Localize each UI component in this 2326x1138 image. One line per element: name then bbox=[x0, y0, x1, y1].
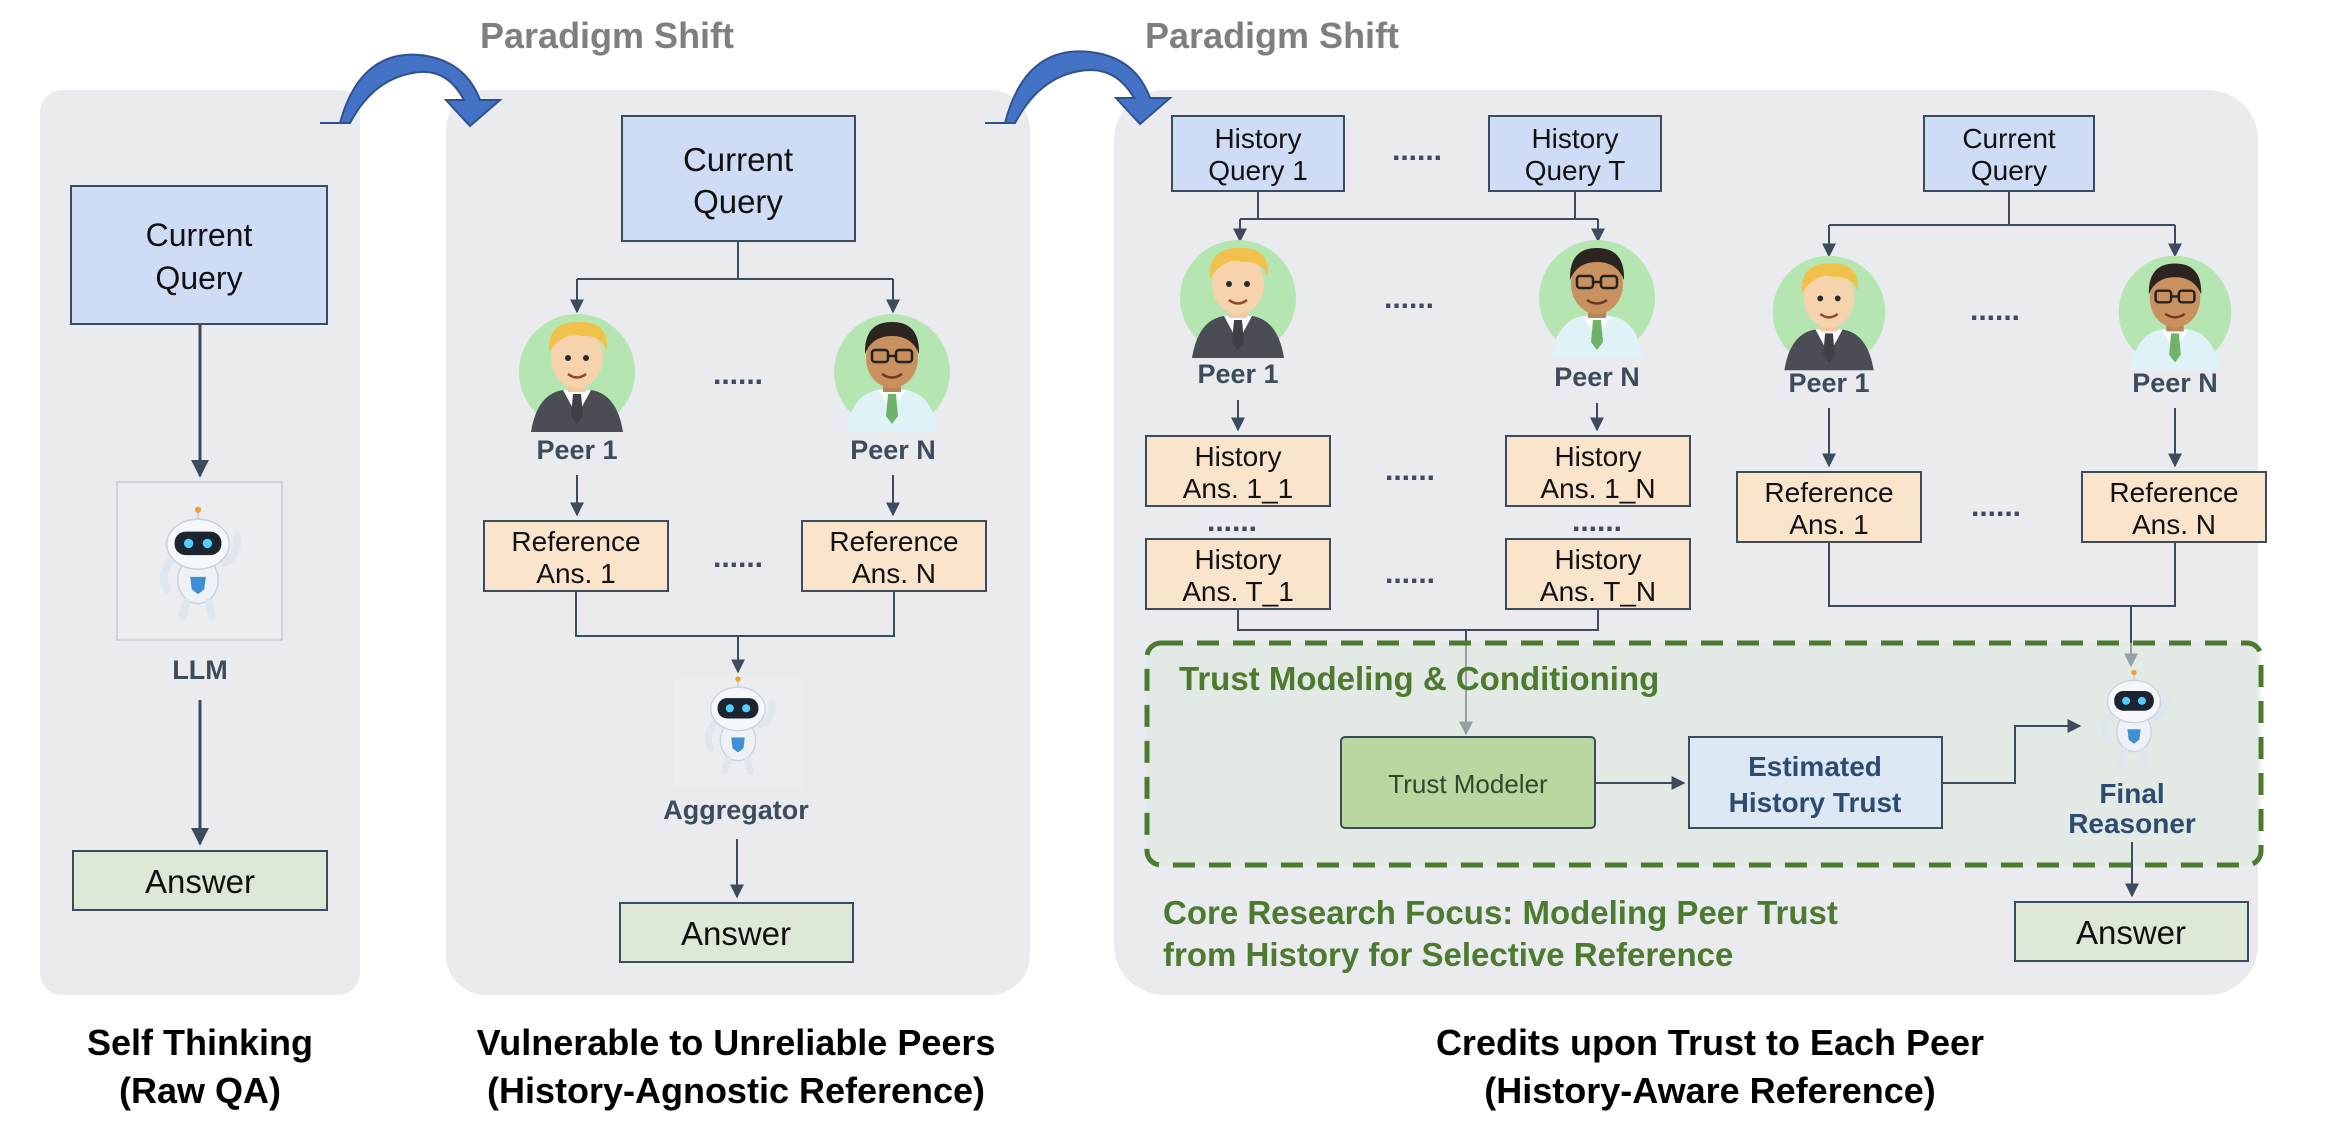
svg-text:Reference: Reference bbox=[1764, 477, 1893, 508]
left-caption-line-2: (Raw QA) bbox=[119, 1070, 281, 1111]
svg-text:Ans. 1_N: Ans. 1_N bbox=[1540, 473, 1655, 504]
svg-text:Query: Query bbox=[155, 260, 242, 296]
right-history-peer-n-label: Peer N bbox=[1554, 362, 1640, 392]
svg-text:Ans. N: Ans. N bbox=[2132, 509, 2216, 540]
mid-current-query-box: Current Query bbox=[621, 115, 856, 242]
paradigm-shift-arrow-1 bbox=[320, 53, 503, 128]
svg-text:History: History bbox=[1554, 544, 1641, 575]
right-current-peer-1-avatar bbox=[1771, 254, 1887, 372]
right-history-query-1-box: History Query 1 bbox=[1171, 115, 1345, 192]
right-history-branch bbox=[1240, 191, 1598, 220]
right-hist-ans-row2-dots: ...... bbox=[1385, 557, 1435, 590]
arrow-estimated-to-final-reasoner bbox=[1942, 719, 2082, 784]
mid-peer-1-label: Peer 1 bbox=[536, 435, 617, 465]
right-history-ans-1-n-box: History Ans. 1_N bbox=[1505, 435, 1691, 507]
svg-text:Answer: Answer bbox=[2076, 914, 2186, 951]
mid-caption-line-1: Vulnerable to Unreliable Peers bbox=[477, 1022, 996, 1063]
svg-text:History: History bbox=[1194, 544, 1281, 575]
svg-text:Ans. 1: Ans. 1 bbox=[536, 558, 615, 589]
mid-aggregator-label: Aggregator bbox=[663, 795, 809, 825]
mid-caption-line-2: (History-Agnostic Reference) bbox=[487, 1070, 985, 1111]
left-answer-box: Answer bbox=[72, 850, 328, 911]
mid-answer-box: Answer bbox=[619, 902, 854, 963]
mid-peer-1-avatar bbox=[517, 312, 637, 434]
svg-text:History: History bbox=[1531, 123, 1618, 154]
right-hist-ans-row1-dots: ...... bbox=[1385, 454, 1435, 487]
right-reference-ans-n-box: Reference Ans. N bbox=[2081, 471, 2267, 543]
svg-text:Ans. N: Ans. N bbox=[852, 558, 936, 589]
svg-text:Current: Current bbox=[146, 217, 253, 253]
paradigm-shift-label-1: Paradigm Shift bbox=[480, 15, 734, 56]
svg-text:Query T: Query T bbox=[1525, 155, 1626, 186]
paradigm-shift-label-2: Paradigm Shift bbox=[1145, 15, 1399, 56]
mid-reference-ans-1-box: Reference Ans. 1 bbox=[483, 520, 669, 592]
right-history-query-dots: ...... bbox=[1392, 134, 1442, 167]
right-current-query-box: Current Query bbox=[1923, 115, 2095, 192]
svg-text:Ans. T_N: Ans. T_N bbox=[1540, 576, 1656, 607]
svg-text:Current: Current bbox=[683, 141, 793, 178]
final-reasoner-label-line-2: Reasoner bbox=[2068, 808, 2196, 839]
svg-text:Query: Query bbox=[693, 183, 783, 220]
right-hist-ans-vertical-dots-1: ...... bbox=[1207, 505, 1257, 538]
mid-peer-n-avatar bbox=[832, 312, 952, 434]
mid-merge-refs bbox=[575, 591, 895, 637]
mid-ref-dots: ...... bbox=[713, 541, 763, 574]
svg-text:Ans. 1: Ans. 1 bbox=[1789, 509, 1868, 540]
right-history-ans-1-1-box: History Ans. 1_1 bbox=[1145, 435, 1331, 507]
core-research-focus-line-2: from History for Selective Reference bbox=[1163, 936, 1733, 973]
svg-text:Estimated: Estimated bbox=[1748, 751, 1882, 782]
right-history-ans-t-1-box: History Ans. T_1 bbox=[1145, 538, 1331, 610]
svg-text:Answer: Answer bbox=[145, 863, 255, 900]
svg-text:Reference: Reference bbox=[829, 526, 958, 557]
svg-text:Query: Query bbox=[1971, 155, 2047, 186]
mid-branch-query bbox=[577, 241, 893, 280]
estimated-history-trust-box: Estimated History Trust bbox=[1688, 736, 1943, 829]
svg-text:Ans. 1_1: Ans. 1_1 bbox=[1183, 473, 1294, 504]
mid-peer-n-label: Peer N bbox=[850, 435, 936, 465]
right-current-peer-n-avatar bbox=[2117, 254, 2233, 372]
right-history-peer-n-avatar bbox=[1537, 238, 1657, 360]
core-research-focus-line-1: Core Research Focus: Modeling Peer Trust bbox=[1163, 894, 1838, 931]
svg-text:Answer: Answer bbox=[681, 915, 791, 952]
right-current-peer-n-label: Peer N bbox=[2132, 368, 2218, 398]
svg-text:Ans. T_1: Ans. T_1 bbox=[1182, 576, 1294, 607]
mid-reference-ans-n-box: Reference Ans. N bbox=[801, 520, 987, 592]
svg-text:Reference: Reference bbox=[2109, 477, 2238, 508]
right-hist-ans-vertical-dots-n: ...... bbox=[1572, 505, 1622, 538]
trust-modeler-box: Trust Modeler bbox=[1340, 736, 1596, 829]
right-current-branch bbox=[1829, 191, 2175, 226]
svg-text:History: History bbox=[1554, 441, 1641, 472]
paradigm-shift-arrow-2 bbox=[985, 50, 1173, 126]
svg-text:Current: Current bbox=[1962, 123, 2056, 154]
right-caption-line-1: Credits upon Trust to Each Peer bbox=[1436, 1022, 1984, 1063]
right-answer-box: Answer bbox=[2014, 901, 2249, 962]
right-history-query-t-box: History Query T bbox=[1488, 115, 1662, 192]
final-reasoner-label-line-1: Final bbox=[2099, 778, 2164, 809]
mid-peer-dots: ...... bbox=[713, 358, 763, 391]
right-ref-dots: ...... bbox=[1971, 490, 2021, 523]
right-history-ans-t-n-box: History Ans. T_N bbox=[1505, 538, 1691, 610]
right-reference-ans-1-box: Reference Ans. 1 bbox=[1736, 471, 1922, 543]
svg-text:History: History bbox=[1194, 441, 1281, 472]
trust-modeling-title: Trust Modeling & Conditioning bbox=[1179, 660, 1659, 697]
left-llm-label: LLM bbox=[172, 655, 227, 685]
svg-text:Query 1: Query 1 bbox=[1208, 155, 1308, 186]
right-history-peer-1-avatar bbox=[1178, 238, 1298, 360]
left-caption-line-1: Self Thinking bbox=[87, 1022, 313, 1063]
svg-text:Reference: Reference bbox=[511, 526, 640, 557]
svg-text:History Trust: History Trust bbox=[1729, 787, 1902, 818]
svg-text:History: History bbox=[1214, 123, 1301, 154]
right-history-peer-dots: ...... bbox=[1384, 282, 1434, 315]
left-current-query-box: Current Query bbox=[70, 185, 328, 325]
svg-text:Trust Modeler: Trust Modeler bbox=[1388, 769, 1548, 799]
right-history-peer-1-label: Peer 1 bbox=[1197, 359, 1278, 389]
right-current-peer-dots: ...... bbox=[1970, 294, 2020, 327]
right-current-peer-1-label: Peer 1 bbox=[1788, 368, 1869, 398]
right-caption-line-2: (History-Aware Reference) bbox=[1484, 1070, 1936, 1111]
